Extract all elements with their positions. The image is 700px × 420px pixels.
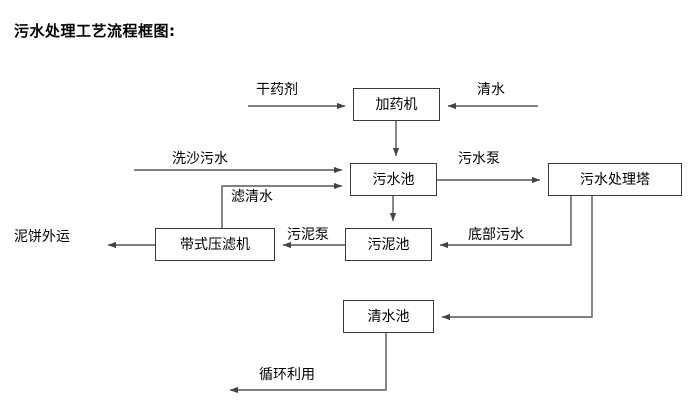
node-sewage-pool[interactable]: 污水池 — [350, 163, 437, 196]
connector-tower-to-clean-water-pool — [441, 196, 593, 321]
node-label: 污水处理塔 — [580, 171, 650, 188]
node-treatment-tower[interactable]: 污水处理塔 — [548, 163, 682, 196]
edge-label-sludge-pump: 污泥泵 — [287, 227, 329, 243]
node-sludge-pool[interactable]: 污泥池 — [345, 228, 432, 261]
edge-label-clean-water-in: 清水 — [477, 82, 505, 98]
node-dosing-machine[interactable]: 加药机 — [353, 88, 440, 121]
node-clean-water-pool[interactable]: 清水池 — [343, 300, 434, 333]
connector-filtered-water-to-sewage-pool — [221, 182, 343, 228]
edge-label-mud-cake-out: 泥饼外运 — [14, 229, 70, 245]
edge-label-dry-reagent: 干药剂 — [256, 82, 298, 98]
node-label: 清水池 — [367, 308, 410, 325]
edge-label-bottom-sewage: 底部污水 — [468, 227, 524, 243]
node-label: 带式压滤机 — [180, 236, 250, 253]
connector-tower-to-sludge-pool — [439, 196, 572, 249]
node-label: 污水池 — [372, 171, 415, 188]
edge-label-sand-wash-sewage: 洗沙污水 — [172, 151, 228, 167]
node-belt-filter-press[interactable]: 带式压滤机 — [155, 228, 275, 261]
node-label: 加药机 — [375, 96, 418, 113]
edge-label-sewage-pump: 污水泵 — [458, 151, 500, 167]
page-title: 污水处理工艺流程框图: — [14, 22, 176, 40]
edge-label-filtered-water: 滤清水 — [231, 189, 273, 205]
connector-clean-water-pool-to-recycle — [229, 333, 387, 394]
edge-label-recycle-reuse: 循环利用 — [259, 367, 315, 383]
node-label: 污泥池 — [367, 236, 410, 253]
